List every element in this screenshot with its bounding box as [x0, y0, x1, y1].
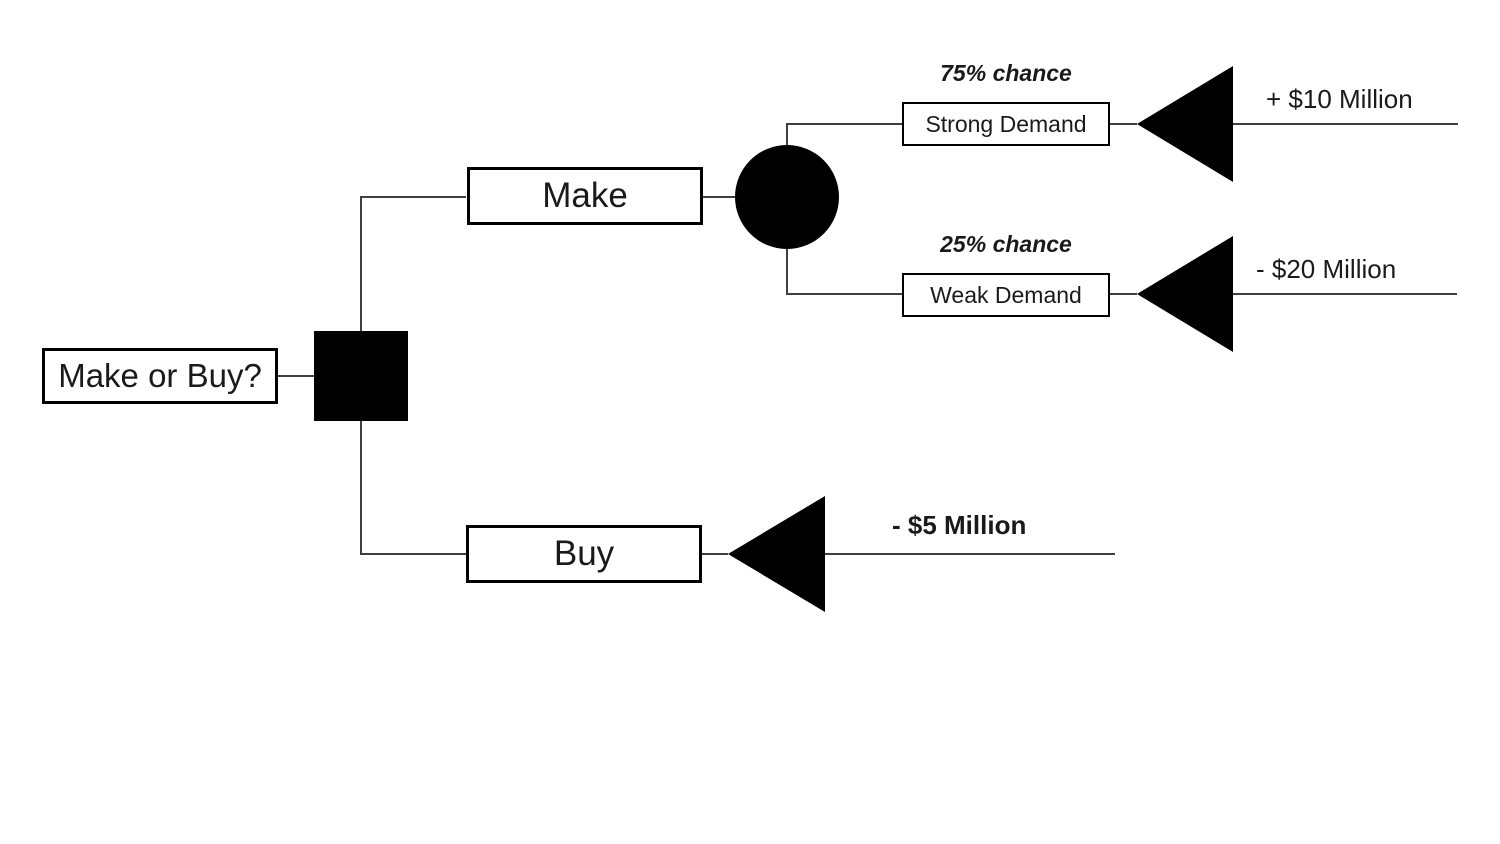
chance-node-circle [735, 145, 839, 249]
root-question-box: Make or Buy? [42, 348, 278, 404]
weak-probability-label: 25% chance [940, 231, 1072, 257]
buy-branch-box: Buy [466, 525, 702, 583]
root-question-label: Make or Buy? [58, 357, 262, 394]
edge-chance-to-strong [786, 123, 902, 147]
edge-decision-to-buy [360, 421, 466, 555]
strong-demand-box: Strong Demand [902, 102, 1110, 146]
edge-decision-to-make [360, 196, 466, 331]
weak-demand-label: Weak Demand [930, 281, 1082, 308]
terminal-node-triangle-strong [1137, 66, 1233, 182]
edge-chance-to-weak [786, 247, 902, 295]
make-branch-label: Make [542, 176, 628, 215]
make-branch-box: Make [467, 167, 703, 225]
terminal-node-triangle-weak [1137, 236, 1233, 352]
decision-node-square [314, 331, 408, 421]
strong-probability-label: 75% chance [940, 60, 1072, 86]
buy-branch-label: Buy [553, 534, 615, 573]
weak-demand-box: Weak Demand [902, 273, 1110, 317]
weak-payoff-label: - $20 Million [1256, 254, 1397, 284]
strong-payoff-label: + $10 Million [1266, 84, 1413, 114]
buy-payoff-label: - $5 Million [892, 510, 1027, 540]
terminal-node-triangle-buy [728, 496, 825, 612]
strong-demand-label: Strong Demand [925, 110, 1087, 137]
